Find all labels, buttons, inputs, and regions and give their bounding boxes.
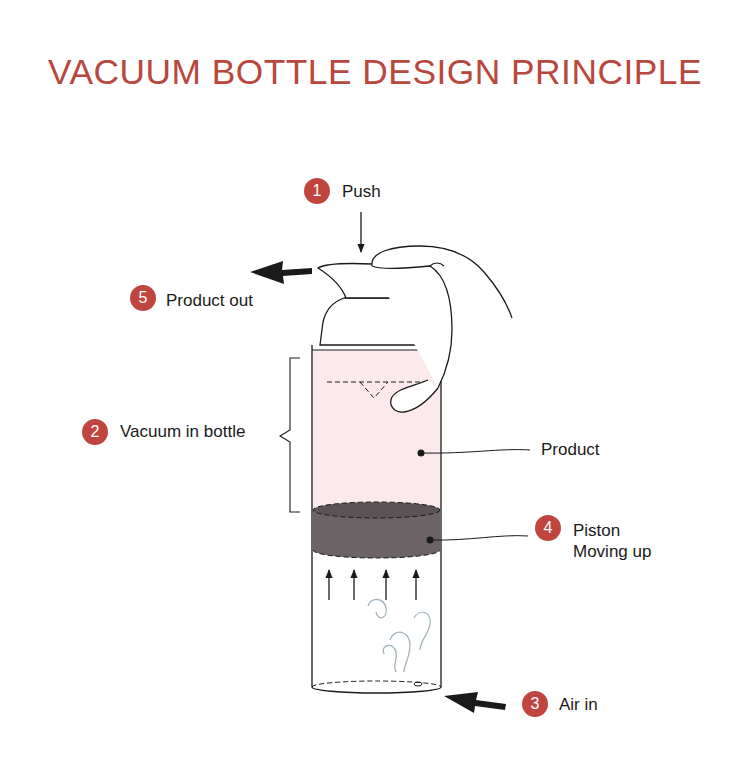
push-arrow [360,212,361,252]
thumb [391,380,438,412]
product-out-arrow [250,261,312,284]
piston-bottom [313,550,440,558]
up-arrows [329,570,416,600]
leader-line [430,536,528,540]
up-arrow [385,570,386,600]
part-label: Product [541,439,600,460]
bracket [280,358,300,512]
air-in-arrow [444,692,506,713]
callout-number: 3 [522,691,548,717]
callout-text: 1 [313,182,322,200]
piston-top [313,502,440,518]
air-swirl [368,599,430,672]
title: VACUUM BOTTLE DESIGN PRINCIPLE [0,52,750,92]
up-arrow [328,570,329,600]
hand [372,246,512,388]
bottle-base-back [312,681,441,687]
callout-text: 3 [531,695,540,713]
callout-number: 2 [82,419,108,445]
up-arrow [415,570,416,600]
callout-label: Vacuum in bottle [120,421,245,442]
air-hole [414,682,422,686]
bottle-base [312,687,441,693]
callout-label: Push [342,181,381,202]
bottle-wall [312,345,441,687]
callout-number: 1 [304,178,330,204]
callout-text: 5 [139,289,148,307]
callout-text: 4 [544,519,553,537]
up-arrow [353,570,354,600]
callout-number: 4 [535,515,561,541]
leader-line [421,450,530,454]
finger-crease [430,263,444,266]
callout-number: 5 [130,285,156,311]
callout-text: 2 [91,423,100,441]
callout-label: Product out [166,290,253,311]
callout-label: Air in [559,694,598,715]
callout-label: Piston Moving up [573,520,673,563]
product-fill [313,350,440,510]
